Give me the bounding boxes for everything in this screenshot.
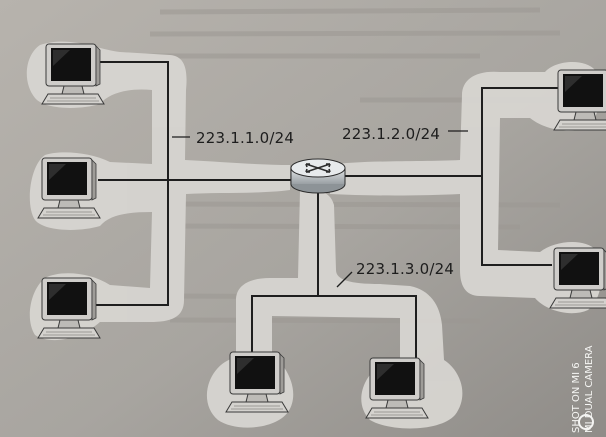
subnet-label-1: 223.1.1.0/24 bbox=[196, 129, 295, 147]
computer-icon bbox=[37, 277, 101, 339]
pointer-subnet-3 bbox=[336, 271, 353, 288]
subnet-label-3: 223.1.3.0/24 bbox=[356, 260, 455, 278]
subnet-label-2: 223.1.2.0/24 bbox=[342, 125, 441, 143]
router-icon bbox=[290, 158, 346, 194]
camera-logo-icon bbox=[578, 414, 594, 430]
computer-icon bbox=[365, 357, 429, 419]
network-links bbox=[92, 61, 558, 365]
computer-icon bbox=[553, 69, 606, 131]
label-pointers bbox=[172, 130, 468, 288]
computer-icon bbox=[37, 157, 101, 219]
computer-icon bbox=[41, 43, 105, 105]
link-subnet-2-bus bbox=[481, 87, 558, 266]
camera-watermark: SHOT ON MI 6 MI DUAL CAMERA bbox=[570, 296, 606, 437]
link-subnet-1-bus bbox=[92, 61, 169, 306]
computer-icon bbox=[225, 351, 289, 413]
link-subnet-3-bus bbox=[251, 295, 417, 365]
